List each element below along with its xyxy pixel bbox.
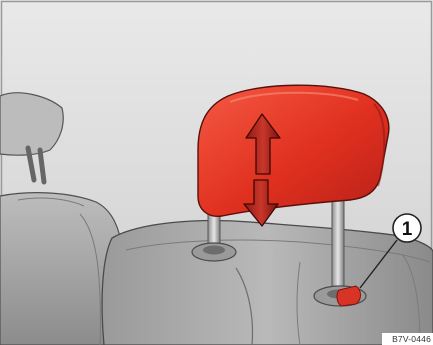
seat-top-surface <box>102 221 433 345</box>
callout-number: 1 <box>402 219 413 240</box>
left-headrest <box>0 93 63 155</box>
rear-seat-backrest <box>102 221 433 345</box>
rear-headrest <box>198 85 389 216</box>
figure-code: B7V-0446 <box>392 334 431 344</box>
figure-code-box: B7V-0446 <box>382 333 433 345</box>
headrest-cushion <box>198 85 389 216</box>
